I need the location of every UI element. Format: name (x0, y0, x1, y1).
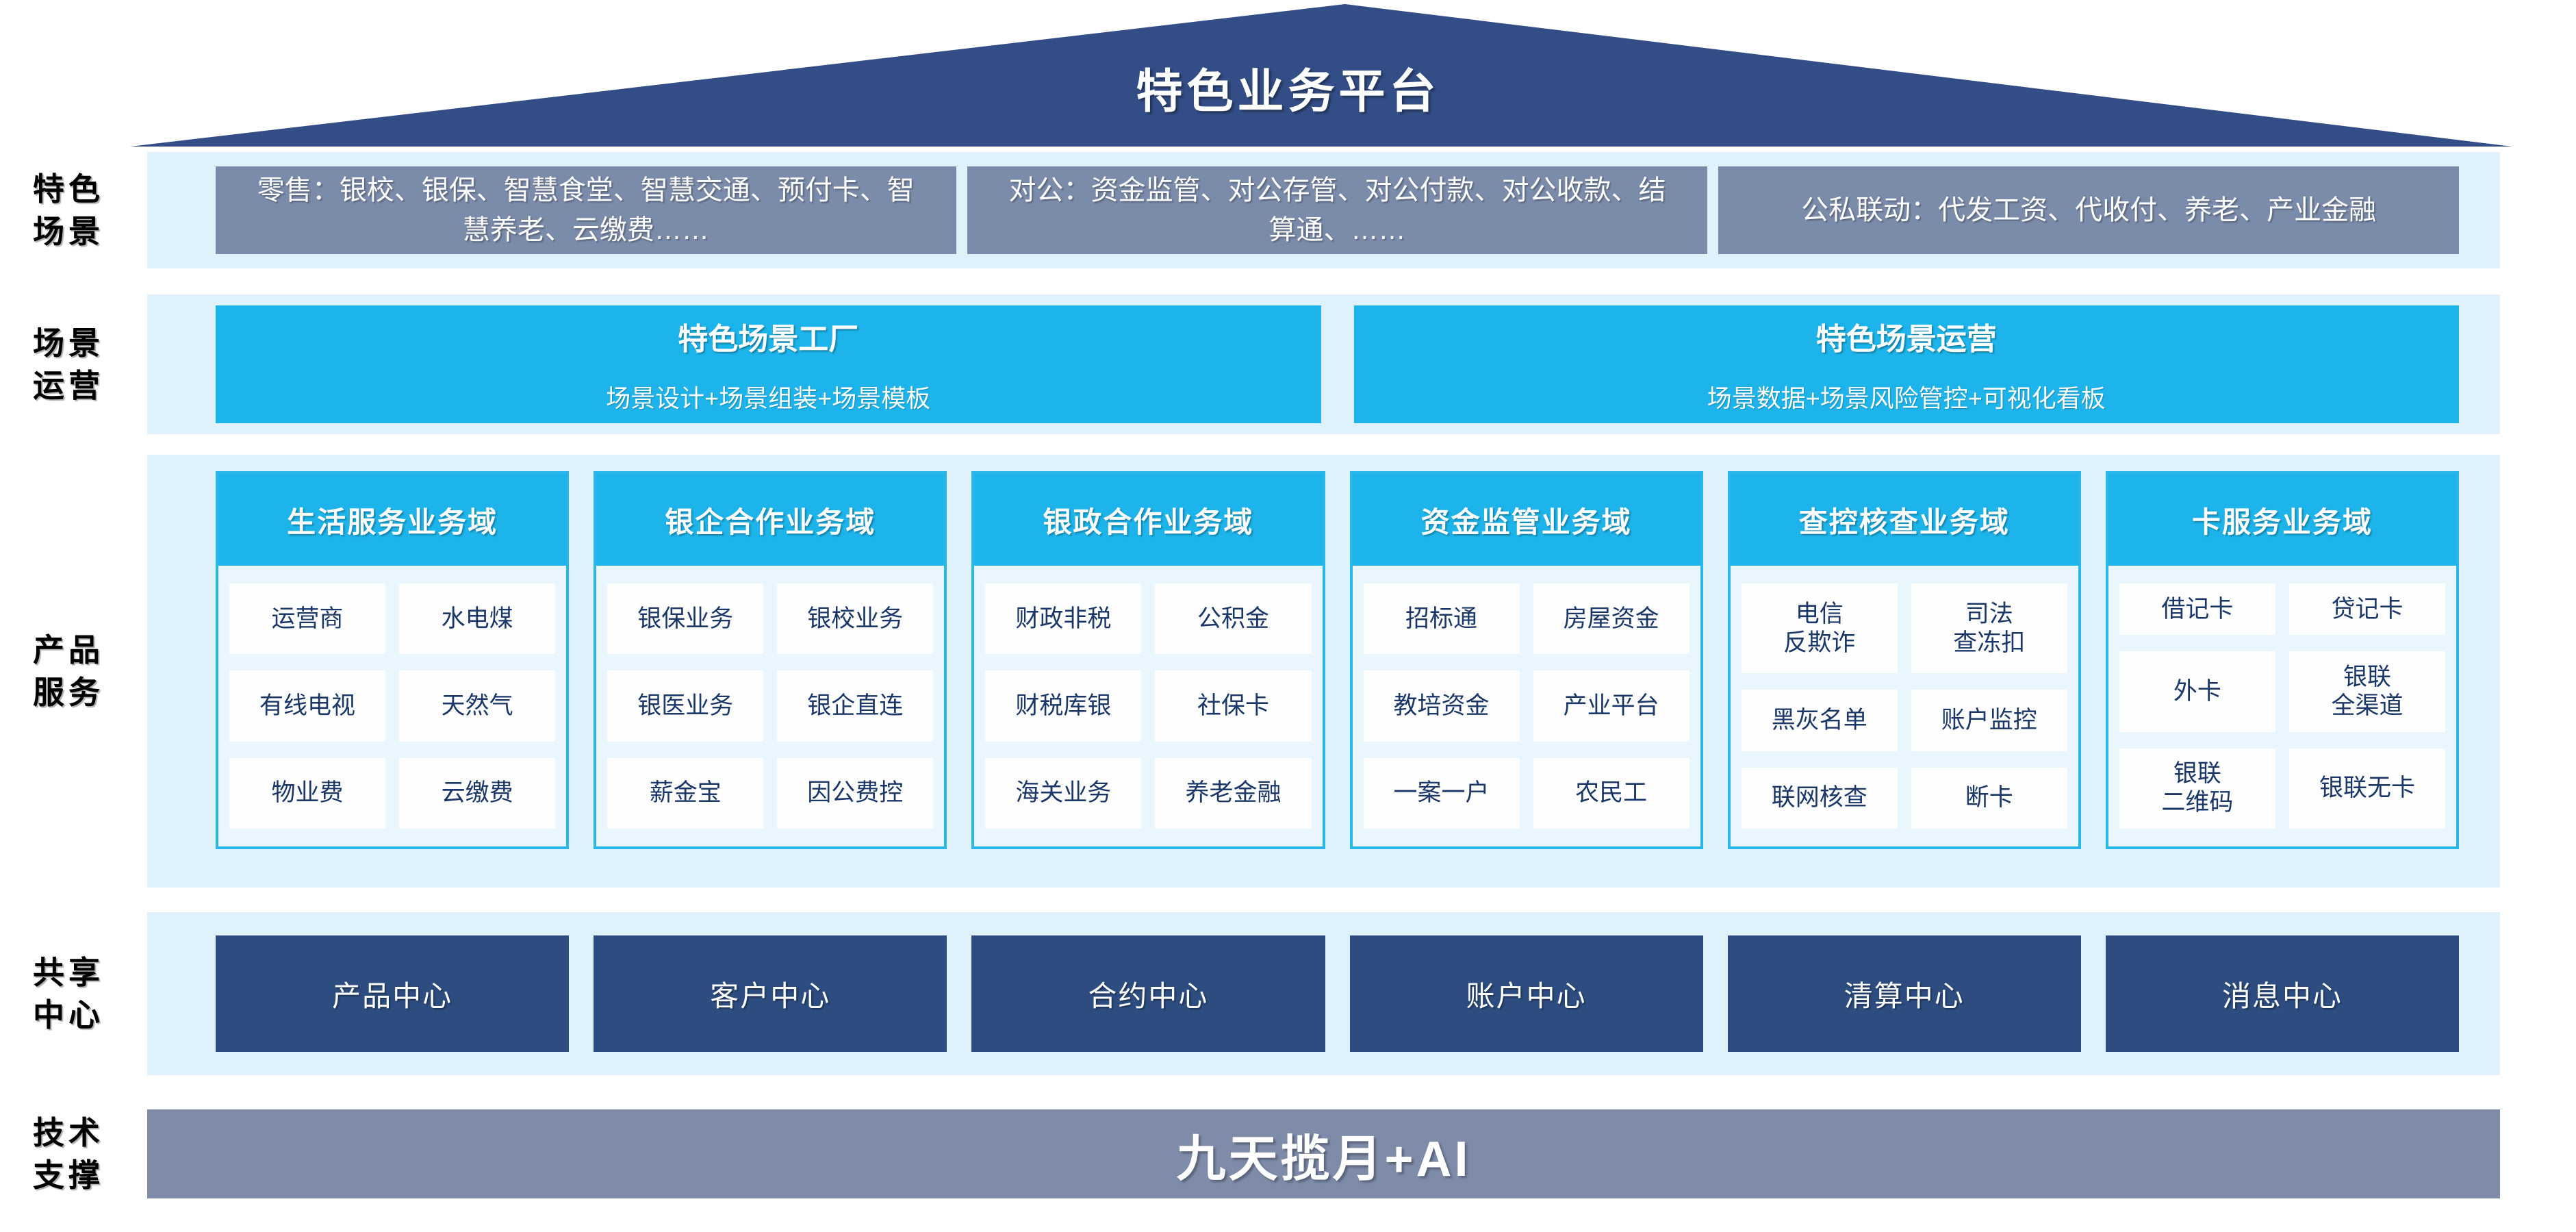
domain-grid: 运营商 水电煤 有线电视 天然气 物业费 云缴费 (218, 566, 566, 846)
scene-factory-subtitle: 场景设计+场景组装+场景模板 (606, 384, 931, 412)
domain-panel-bank-government: 银政合作业务域 财政非税 公积金 财税库银 社保卡 海关业务 养老金融 (971, 471, 1325, 849)
domain-grid: 银保业务 银校业务 银医业务 银企直连 薪金宝 因公费控 (596, 566, 944, 846)
domain-cell: 公积金 (1155, 583, 1312, 655)
row-label-tech: 技术 支撑 (33, 1114, 104, 1193)
domain-cell: 薪金宝 (607, 757, 764, 829)
products-band: 生活服务业务域 运营商 水电煤 有线电视 天然气 物业费 云缴费 银企合作业务域… (147, 455, 2500, 888)
domain-cell: 有线电视 (229, 670, 386, 742)
domain-cell: 外卡 (2119, 651, 2275, 732)
domain-cell: 云缴费 (399, 757, 556, 829)
domain-panel-fund-supervision: 资金监管业务域 招标通 房屋资金 教培资金 产业平台 一案一户 农民工 (1349, 471, 1703, 849)
scene-factory-box: 特色场景工厂 场景设计+场景组装+场景模板 (216, 305, 1321, 423)
domain-cell: 运营商 (229, 583, 386, 655)
row-label-products: 产品 服务 (33, 631, 104, 710)
domain-cell: 银联无卡 (2288, 748, 2446, 829)
domain-cell: 银联 全渠道 (2288, 651, 2446, 732)
domain-cell: 财税库银 (985, 670, 1142, 742)
domain-cell: 银保业务 (607, 583, 764, 655)
domain-cell: 银企直连 (777, 670, 934, 742)
domain-cell: 产业平台 (1533, 670, 1689, 742)
domain-cell: 银校业务 (777, 583, 934, 655)
domain-cell: 司法 查冻扣 (1911, 583, 2067, 674)
domain-cell: 账户监控 (1911, 690, 2067, 751)
domain-cell: 因公费控 (777, 757, 934, 829)
row-label-operation: 场景 运营 (33, 325, 104, 403)
scene-box-linkage: 公私联动：代发工资、代收付、养老、产业金融 (1718, 166, 2460, 254)
domain-cell: 一案一户 (1363, 757, 1520, 829)
center-box-account: 账户中心 (1349, 935, 1703, 1052)
row-label-sharing: 共享 中心 (33, 954, 104, 1033)
domain-cell: 农民工 (1533, 757, 1689, 829)
domain-cell: 房屋资金 (1533, 583, 1689, 655)
domain-cell: 联网核查 (1741, 767, 1898, 829)
domain-header: 银政合作业务域 (974, 474, 1323, 566)
domain-cell: 借记卡 (2119, 583, 2275, 636)
domain-panel-bank-enterprise: 银企合作业务域 银保业务 银校业务 银医业务 银企直连 薪金宝 因公费控 (594, 471, 947, 849)
row-label-scenes: 特色 场景 (33, 171, 104, 249)
domain-cell: 养老金融 (1155, 757, 1312, 829)
domain-header: 查控核查业务域 (1730, 474, 2078, 566)
domain-cell: 银联 二维码 (2119, 748, 2275, 829)
domain-header: 资金监管业务域 (1352, 474, 1700, 566)
domain-cell: 断卡 (1911, 767, 2067, 829)
scene-operation-box: 特色场景运营 场景数据+场景风险管控+可视化看板 (1353, 305, 2459, 423)
scene-operation-subtitle: 场景数据+场景风险管控+可视化看板 (1707, 384, 2106, 412)
domain-cell: 水电煤 (399, 583, 556, 655)
domain-panel-life-service: 生活服务业务域 运营商 水电煤 有线电视 天然气 物业费 云缴费 (216, 471, 570, 849)
domain-cell: 电信 反欺诈 (1741, 583, 1898, 674)
domain-cell: 银医业务 (607, 670, 764, 742)
domain-header: 卡服务业务域 (2108, 474, 2457, 566)
domain-panel-card-service: 卡服务业务域 借记卡 贷记卡 外卡 银联 全渠道 银联 二维码 银联无卡 (2105, 471, 2460, 849)
domain-grid: 财政非税 公积金 财税库银 社保卡 海关业务 养老金融 (974, 566, 1322, 846)
domain-cell: 天然气 (399, 670, 556, 742)
scene-operation-title: 特色场景运营 (1815, 323, 1997, 356)
center-box-customer: 客户中心 (594, 935, 947, 1052)
domain-cell: 海关业务 (985, 757, 1142, 829)
domain-grid: 电信 反欺诈 司法 查冻扣 黑灰名单 账户监控 联网核查 断卡 (1731, 566, 2078, 846)
domain-cell: 贷记卡 (2288, 583, 2446, 636)
domain-cell: 物业费 (229, 757, 386, 829)
scene-box-corporate: 对公：资金监管、对公存管、对公付款、对公收款、结算通、…… (967, 166, 1708, 254)
sharing-band: 产品中心 客户中心 合约中心 账户中心 清算中心 消息中心 (147, 912, 2500, 1075)
tech-support-bar: 九天揽月+AI (147, 1109, 2500, 1198)
center-box-message: 消息中心 (2105, 935, 2460, 1052)
domain-grid: 借记卡 贷记卡 外卡 银联 全渠道 银联 二维码 银联无卡 (2108, 566, 2456, 846)
domain-cell: 财政非税 (985, 583, 1142, 655)
domain-cell: 黑灰名单 (1741, 690, 1898, 751)
domain-header: 生活服务业务域 (218, 474, 567, 566)
scene-box-retail: 零售：银校、银保、智慧食堂、智慧交通、预付卡、智慧养老、云缴费…… (216, 166, 956, 254)
domain-grid: 招标通 房屋资金 教培资金 产业平台 一案一户 农民工 (1353, 566, 1700, 846)
domain-panel-inquiry-control: 查控核查业务域 电信 反欺诈 司法 查冻扣 黑灰名单 账户监控 联网核查 断卡 (1727, 471, 2081, 849)
domain-cell: 教培资金 (1363, 670, 1520, 742)
domain-cell: 招标通 (1363, 583, 1520, 655)
center-box-product: 产品中心 (216, 935, 570, 1052)
operation-band: 特色场景工厂 场景设计+场景组装+场景模板 特色场景运营 场景数据+场景风险管控… (147, 294, 2500, 434)
center-box-clearing: 清算中心 (1727, 935, 2081, 1052)
platform-title: 特色业务平台 (1136, 66, 1440, 118)
domain-header: 银企合作业务域 (596, 474, 945, 566)
domain-cell: 社保卡 (1155, 670, 1312, 742)
scene-factory-title: 特色场景工厂 (678, 323, 859, 356)
scenes-band: 零售：银校、银保、智慧食堂、智慧交通、预付卡、智慧养老、云缴费…… 对公：资金监… (147, 152, 2500, 268)
center-box-contract: 合约中心 (971, 935, 1325, 1052)
